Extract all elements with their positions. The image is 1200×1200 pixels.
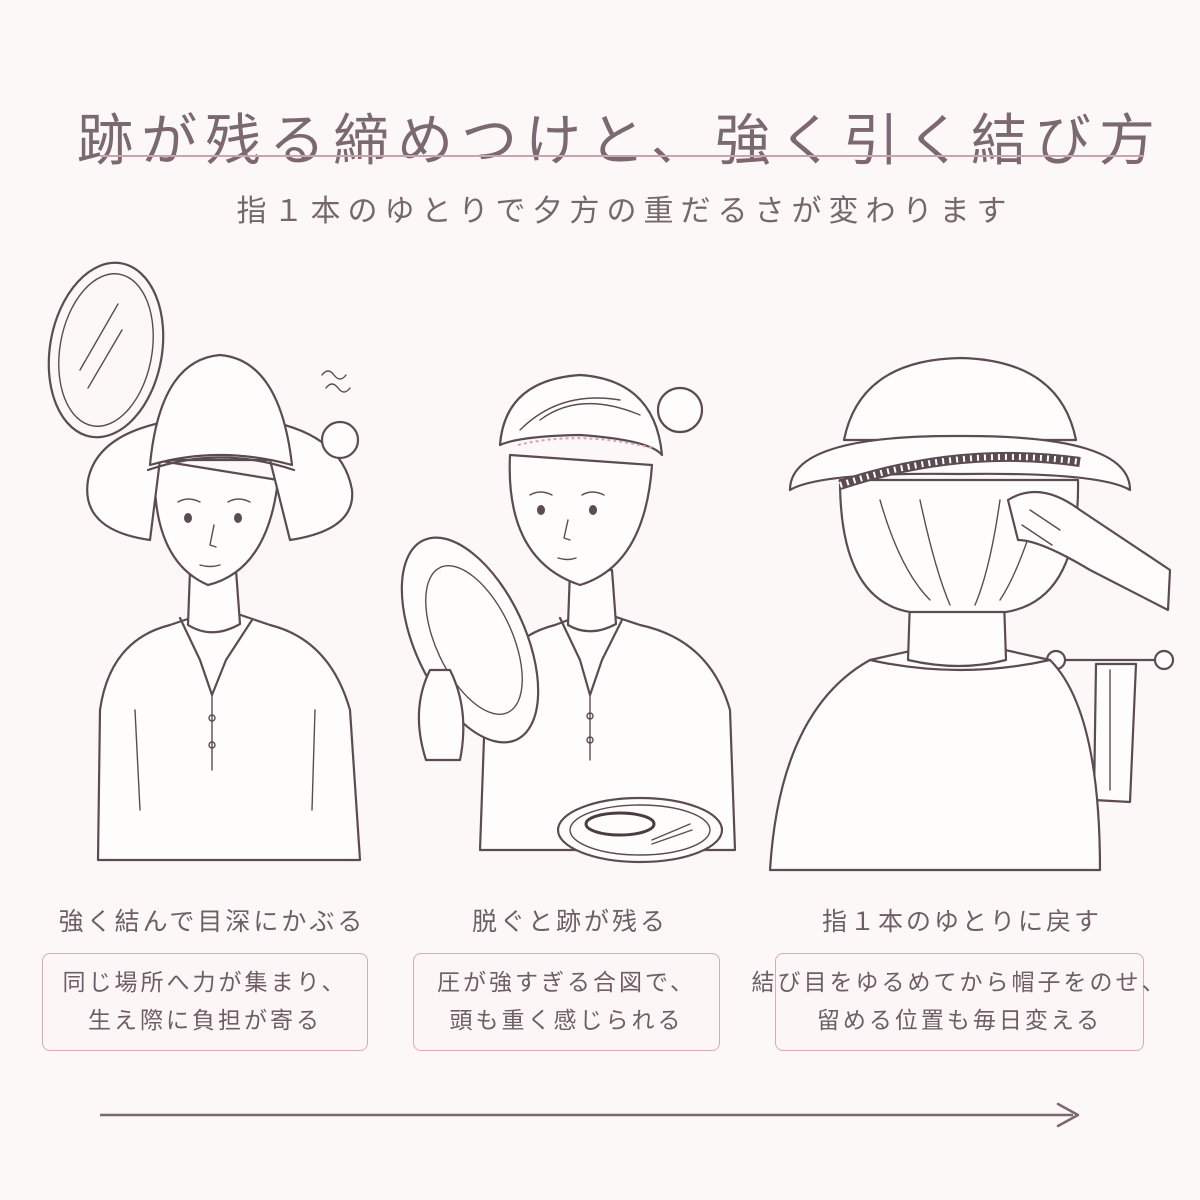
step-1-note: 同じ場所へ力が集まり、 生え際に負担が寄る [42,953,368,1051]
step-3-note-line-1: 結び目をゆるめてから帽子をのせ、 [751,970,1168,996]
illustration-loosened-strap [768,356,1175,872]
illustration-tight-hat [47,261,362,862]
page-subtitle: 指１本のゆとりで夕方の重だるさが変わります [236,194,1014,229]
step-1-label: 強く結んで目深にかぶる [58,907,366,936]
step-1-note-line-2: 生え際に負担が寄る [88,1008,322,1034]
step-2-note: 圧が強すぎる合図で、 頭も重く感じられる [413,953,720,1051]
illustration-row [0,240,1200,880]
progression-arrow [100,1102,1080,1128]
page-title: 跡が残る締めつけと、強く引く結び方 [77,108,1163,174]
step-1-note-line-1: 同じ場所へ力が集まり、 [62,970,348,996]
step-3-label: 指１本のゆとりに戻す [821,907,1102,936]
step-2-note-line-2: 頭も重く感じられる [449,1008,684,1034]
illustration-hat-removed [400,373,737,864]
step-2-note-line-1: 圧が強すぎる合図で、 [436,970,697,996]
step-3-note-line-2: 留める位置も毎日変える [816,1008,1103,1034]
step-3-note: 結び目をゆるめてから帽子をのせ、 留める位置も毎日変える [752,953,1165,1051]
step-2-label: 脱ぐと跡が残る [471,907,668,936]
title-divider [100,155,1144,157]
